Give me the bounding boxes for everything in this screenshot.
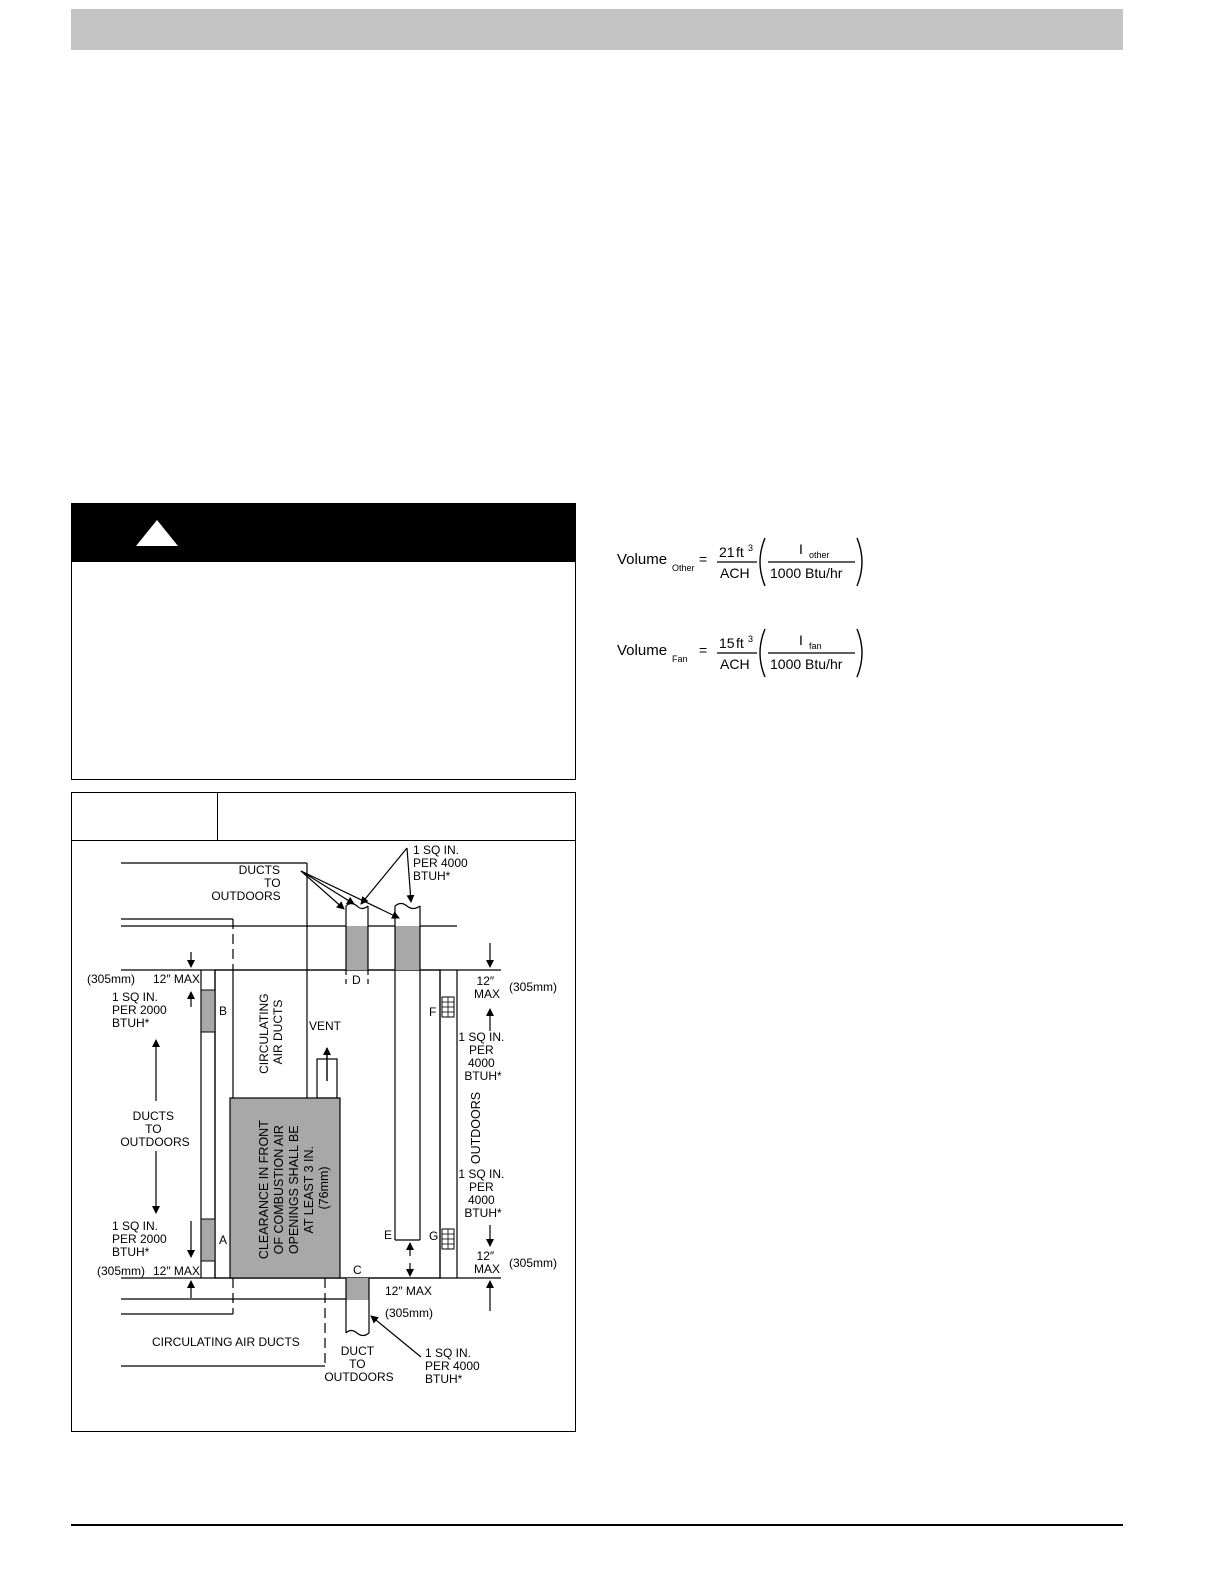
label-sq-in-a: 1 SQ IN. PER 2000 BTUH* bbox=[112, 1219, 170, 1259]
label-clearance: CLEARANCE IN FRONT OF COMBUSTION AIR OPE… bbox=[257, 1117, 331, 1259]
formula-fan-lhs: Volume bbox=[617, 642, 667, 659]
formula-fan-paren-num: I bbox=[799, 632, 803, 648]
label-duct-to-outdoors-bottom: DUCT TO OUTDOORS bbox=[324, 1344, 393, 1384]
formula-fan-right-paren bbox=[856, 628, 863, 678]
formula-fan-eq: = bbox=[699, 642, 707, 658]
label-ducts-to-outdoors-left: DUCTS TO OUTDOORS bbox=[120, 1109, 189, 1149]
formula-other-right-paren bbox=[856, 537, 863, 587]
label-305mm-top-left: (305mm) bbox=[87, 972, 135, 986]
formula-fan-paren-num-sub: fan bbox=[809, 641, 822, 651]
formula-other-paren-num: I bbox=[799, 541, 803, 557]
figure-header bbox=[72, 793, 575, 841]
svg-text:CLEARANCE IN FRONT OF: CLEARANCE IN FRONT OF COMBUSTION AIR OPE… bbox=[257, 1117, 331, 1259]
formula-fan-num-exp: 3 bbox=[748, 634, 753, 644]
label-12max-bottom-left: 12″ MAX bbox=[153, 1264, 200, 1278]
label-ducts-to-outdoors-top: DUCTS TO OUTDOORS bbox=[211, 863, 284, 903]
combustion-air-diagram: DUCTS TO OUTDOORS 1 SQ IN. PER 4000 BTUH… bbox=[87, 843, 557, 1386]
label-d: D bbox=[352, 973, 361, 987]
figure-header-divider bbox=[217, 793, 218, 841]
volume-formulas: Volume Other = 21 ft 3 ACH I other 1000 … bbox=[617, 537, 863, 678]
svg-text:OUTDOORS: OUTDOORS bbox=[469, 1092, 483, 1164]
label-e: E bbox=[384, 1228, 392, 1242]
label-12max-bottom-right: 12″ MAX bbox=[474, 1249, 500, 1276]
label-sq-in-b: 1 SQ IN. PER 2000 BTUH* bbox=[112, 990, 170, 1030]
label-305mm-bottom-left: (305mm) bbox=[97, 1264, 145, 1278]
label-outdoors-vertical: OUTDOORS bbox=[469, 1092, 483, 1164]
formula-fan-den: ACH bbox=[720, 656, 750, 672]
formula-other-den: ACH bbox=[720, 565, 750, 581]
label-12max-bottom-center: 12″ MAX bbox=[385, 1284, 432, 1298]
formula-other-num-coef: 21 bbox=[719, 544, 735, 560]
svg-text:CIRCULATING AIR DUCTS: CIRCULATING AIR DUCTS bbox=[257, 990, 285, 1074]
header-bar bbox=[71, 9, 1123, 50]
label-305mm-top-right: (305mm) bbox=[509, 980, 557, 994]
label-c: C bbox=[353, 1263, 362, 1277]
label-g: G bbox=[429, 1229, 438, 1243]
formula-fan-paren-den: 1000 Btu/hr bbox=[770, 656, 843, 672]
formula-fan-num-unit: ft bbox=[736, 635, 744, 651]
formula-other-lhs-sub: Other bbox=[672, 563, 695, 573]
formula-other-num-unit: ft bbox=[736, 544, 744, 560]
formula-fan-lhs-sub: Fan bbox=[672, 654, 688, 664]
formula-other-paren-den: 1000 Btu/hr bbox=[770, 565, 843, 581]
label-circulating-air-ducts-bottom: CIRCULATING AIR DUCTS bbox=[152, 1335, 300, 1349]
formula-other-left-paren bbox=[759, 537, 766, 587]
label-305mm-bottom-center: (305mm) bbox=[385, 1306, 433, 1320]
formula-other-num-exp: 3 bbox=[748, 543, 753, 553]
warning-header bbox=[72, 504, 575, 562]
footer-rule bbox=[71, 1524, 1123, 1526]
label-12max-top-right: 12″ MAX bbox=[474, 974, 500, 1001]
label-12max-top-left: 12″ MAX bbox=[153, 972, 200, 986]
label-sq-in-g: 1 SQ IN. PER 4000 BTUH* bbox=[458, 1167, 507, 1220]
label-vent: VENT bbox=[309, 1019, 342, 1033]
label-sq-in-top-right: 1 SQ IN. PER 4000 BTUH* bbox=[413, 843, 471, 883]
label-a: A bbox=[219, 1233, 227, 1247]
formula-other: Volume Other = 21 ft 3 ACH I other 1000 … bbox=[617, 537, 863, 587]
formula-other-eq: = bbox=[699, 551, 707, 567]
appliance-block bbox=[229, 1097, 341, 1279]
formula-fan-left-paren bbox=[759, 628, 766, 678]
label-sq-in-bottom: 1 SQ IN. PER 4000 BTUH* bbox=[425, 1346, 483, 1386]
formula-other-paren-num-sub: other bbox=[809, 550, 830, 560]
warning-box bbox=[71, 503, 576, 780]
label-sq-in-f: 1 SQ IN. PER 4000 BTUH* bbox=[458, 1030, 507, 1083]
formula-fan: Volume Fan = 15 ft 3 ACH I fan 1000 Btu/… bbox=[617, 628, 863, 678]
figure-box: DUCTS TO OUTDOORS 1 SQ IN. PER 4000 BTUH… bbox=[71, 792, 576, 1432]
label-305mm-bottom-right: (305mm) bbox=[509, 1256, 557, 1270]
label-circulating-air-ducts-vertical: CIRCULATING AIR DUCTS bbox=[257, 990, 285, 1074]
label-b: B bbox=[219, 1004, 227, 1018]
formula-fan-num-coef: 15 bbox=[719, 635, 735, 651]
label-f: F bbox=[429, 1005, 436, 1019]
formula-other-lhs: Volume bbox=[617, 551, 667, 568]
warning-triangle-icon bbox=[136, 520, 178, 546]
